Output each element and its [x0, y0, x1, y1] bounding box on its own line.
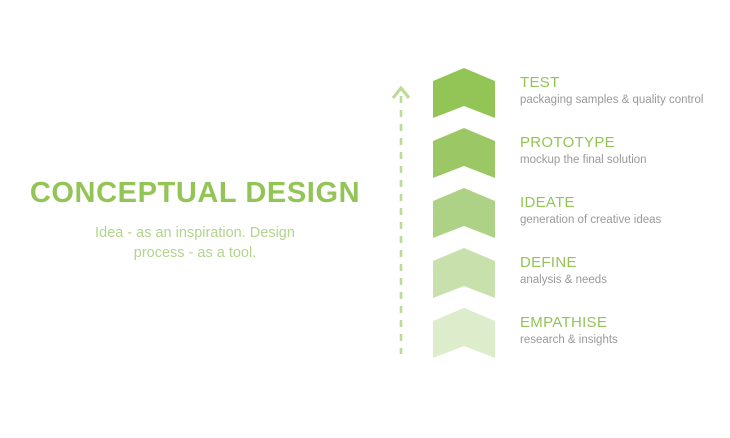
step-text-group: IDEATE generation of creative ideas	[520, 194, 710, 228]
step-title: EMPATHISE	[520, 314, 608, 331]
headline-block: CONCEPTUAL DESIGN Idea - as an inspirati…	[20, 177, 370, 264]
page-subtitle: Idea - as an inspiration. Design process…	[95, 224, 295, 262]
step-description: mockup the final solution	[520, 154, 647, 167]
step-title: PROTOTYPE	[520, 134, 615, 151]
up-arrow-dashed-line-icon	[391, 85, 411, 354]
step-description: packaging samples & quality control	[520, 94, 704, 107]
step-title: TEST	[520, 74, 560, 91]
step-title: IDEATE	[520, 194, 575, 211]
chevron-fill	[433, 248, 495, 298]
step-description: analysis & needs	[520, 274, 607, 287]
list-item: DEFINE analysis & needs	[433, 248, 713, 308]
step-description: research & insights	[520, 334, 618, 347]
chevron-up-shape-icon	[433, 308, 495, 358]
step-title: DEFINE	[520, 254, 577, 271]
step-text-group: PROTOTYPE mockup the final solution	[520, 134, 710, 168]
chevron-fill	[433, 68, 495, 118]
page-title: CONCEPTUAL DESIGN	[29, 177, 361, 209]
list-item: EMPATHISE research & insights	[433, 308, 713, 368]
chevron-fill	[433, 308, 495, 358]
list-item: TEST packaging samples & quality control	[433, 68, 713, 128]
chevron-up-shape-icon	[433, 68, 495, 118]
list-item: PROTOTYPE mockup the final solution	[433, 128, 713, 188]
chevron-up-shape-icon	[433, 188, 495, 238]
step-description: generation of creative ideas	[520, 214, 662, 227]
chevron-fill	[433, 128, 495, 178]
step-text-group: TEST packaging samples & quality control	[520, 74, 710, 108]
chevron-up-shape-icon	[433, 248, 495, 298]
process-direction-axis	[388, 84, 414, 356]
process-steps-list: TEST packaging samples & quality control…	[433, 68, 713, 368]
step-text-group: DEFINE analysis & needs	[520, 254, 710, 288]
list-item: IDEATE generation of creative ideas	[433, 188, 713, 248]
chevron-fill	[433, 188, 495, 238]
step-text-group: EMPATHISE research & insights	[520, 314, 710, 348]
chevron-up-shape-icon	[433, 128, 495, 178]
